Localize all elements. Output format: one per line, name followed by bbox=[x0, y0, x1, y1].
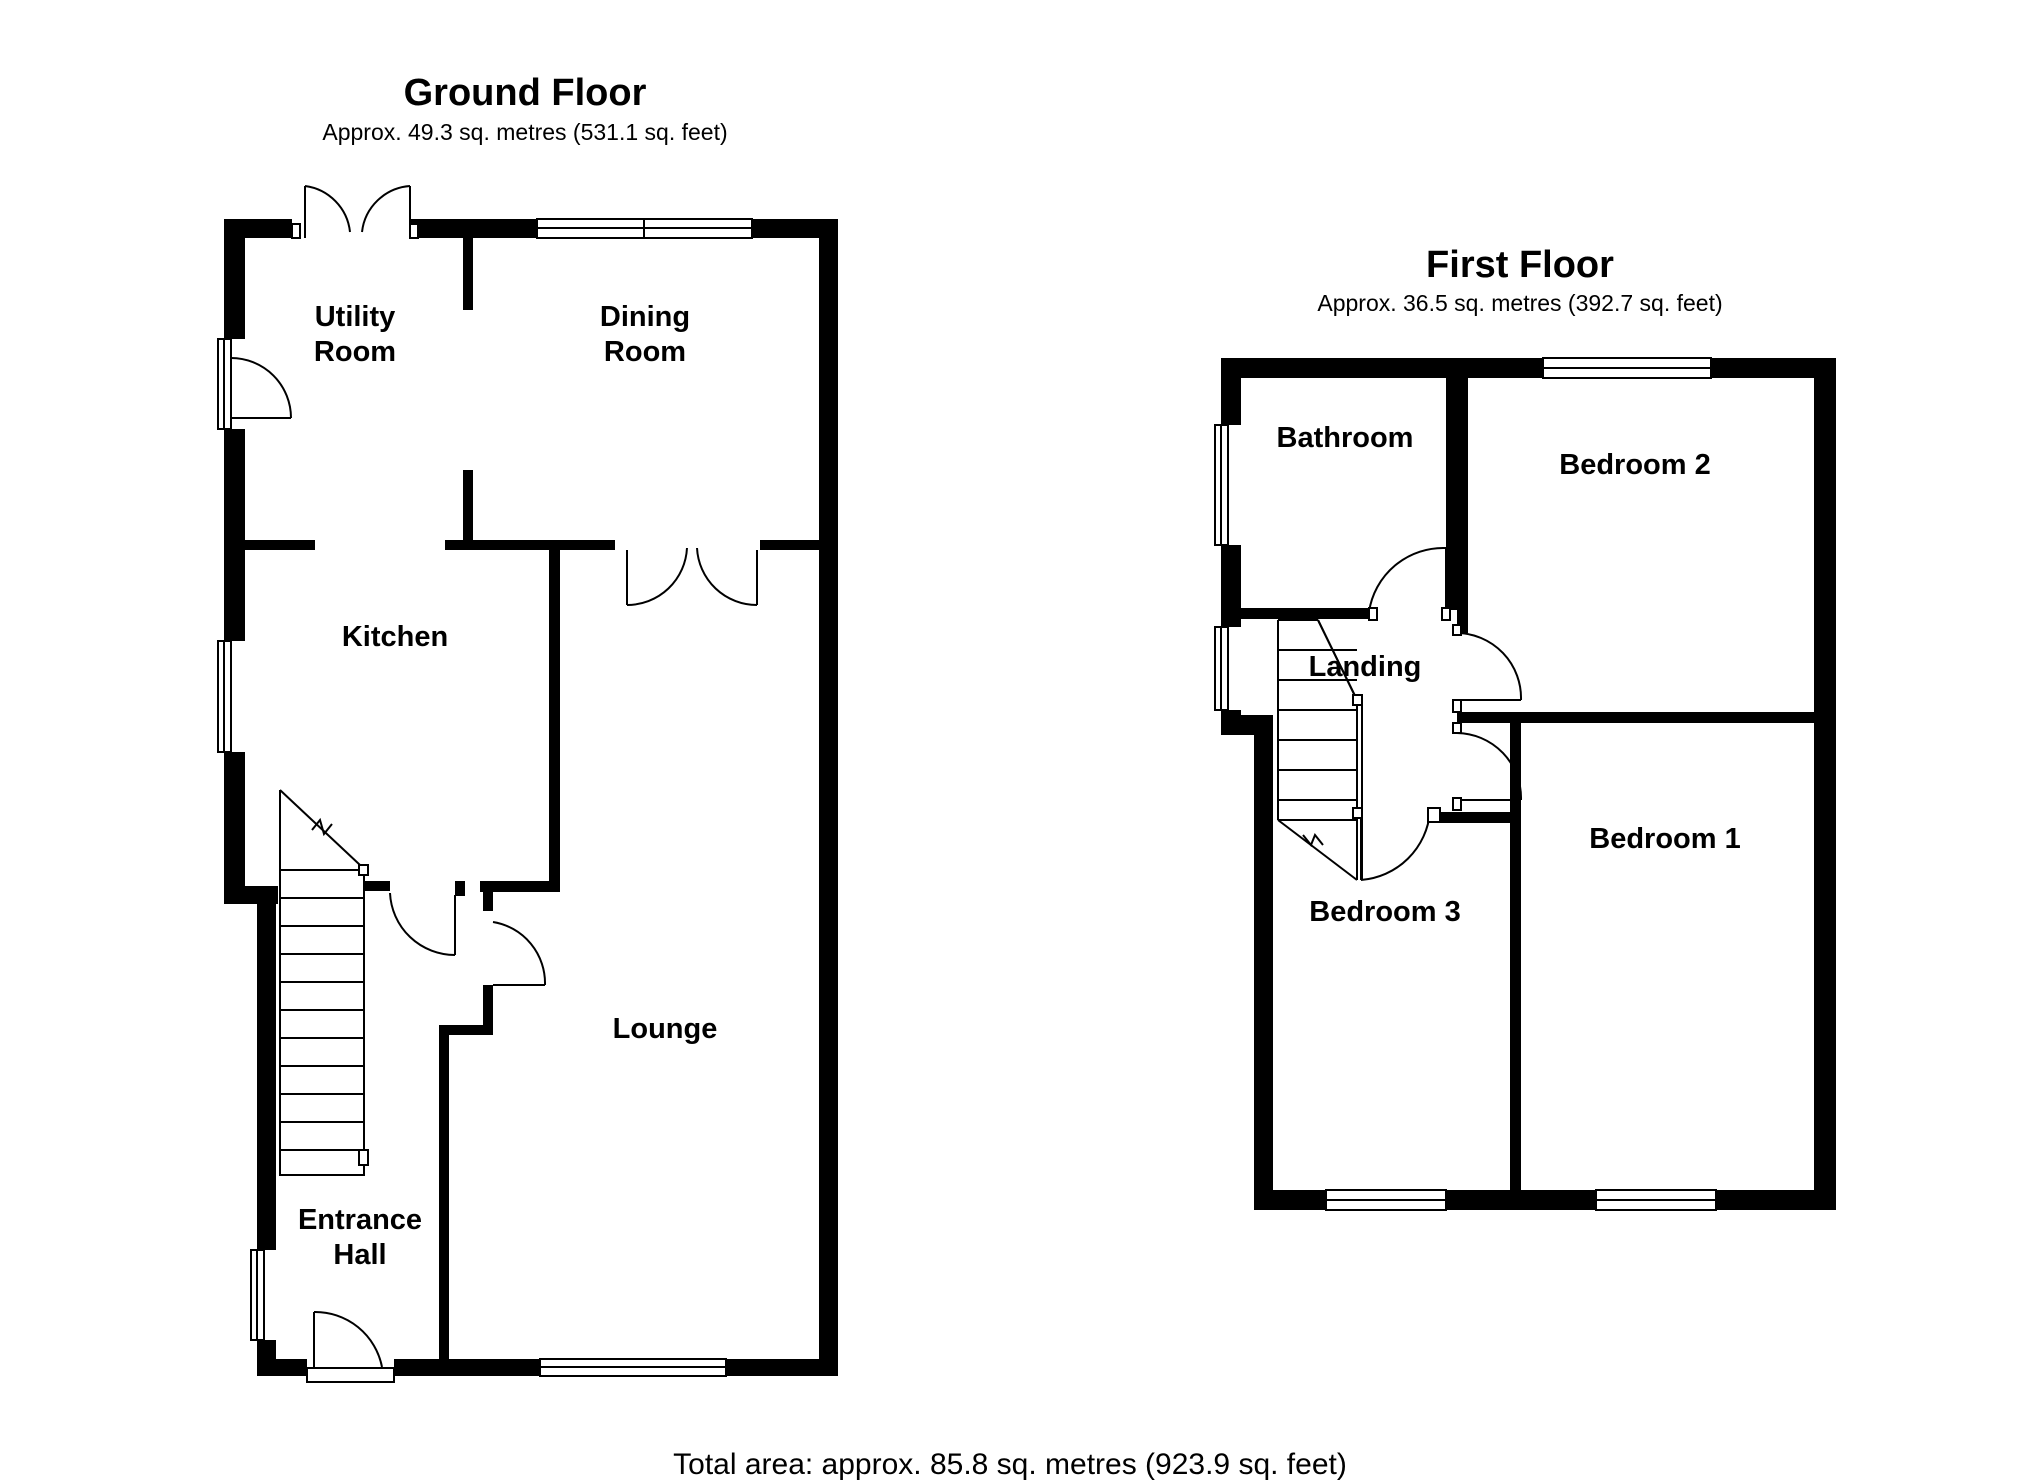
room-label-kitchen: Kitchen bbox=[341, 621, 449, 653]
first-floor-windows bbox=[1214, 357, 1717, 1211]
ground-floor-title: Ground Floor bbox=[403, 72, 647, 114]
gf-wall bbox=[410, 219, 537, 238]
ff-wall bbox=[1711, 358, 1836, 378]
room-label-landing: Landing bbox=[1308, 651, 1422, 683]
gf-wall bbox=[726, 1359, 838, 1376]
gf-wall bbox=[445, 540, 615, 550]
ff-wall bbox=[1254, 715, 1273, 1210]
ff-wall bbox=[1221, 358, 1543, 378]
gf-wall bbox=[224, 429, 245, 641]
gf-wall bbox=[463, 238, 473, 310]
ff-wall bbox=[1457, 712, 1814, 723]
door-sill bbox=[306, 1367, 395, 1383]
utility-line-1: Utility bbox=[314, 301, 396, 333]
dining-line-1: Dining bbox=[599, 301, 691, 333]
first-floor-doors bbox=[1360, 546, 1523, 881]
room-label-entrance-hall: Entrance Hall bbox=[285, 1203, 435, 1273]
ff-wall bbox=[1221, 358, 1241, 425]
room-label-lounge: Lounge bbox=[612, 1013, 718, 1045]
gf-wall bbox=[439, 1025, 449, 1359]
gf-wall bbox=[245, 540, 315, 550]
gf-wall bbox=[549, 540, 560, 892]
gf-wall bbox=[394, 1359, 540, 1376]
first-floor-area: Approx. 36.5 sq. metres (392.7 sq. feet) bbox=[1317, 290, 1723, 316]
ff-wall bbox=[1440, 812, 1521, 823]
gf-wall bbox=[257, 1359, 307, 1376]
gf-wall bbox=[455, 881, 465, 896]
ground-floor-windows bbox=[217, 218, 753, 1383]
gf-wall bbox=[483, 881, 493, 911]
ground-floor-area: Approx. 49.3 sq. metres (531.1 sq. feet) bbox=[322, 119, 728, 145]
ff-wall bbox=[1814, 358, 1836, 1210]
gf-wall bbox=[224, 752, 245, 904]
room-label-bathroom: Bathroom bbox=[1276, 422, 1414, 454]
ground-floor-doors bbox=[230, 185, 758, 1368]
gf-wall bbox=[224, 219, 245, 339]
gf-wall bbox=[463, 470, 473, 545]
total-area: Total area: approx. 85.8 sq. metres (923… bbox=[673, 1448, 1347, 1481]
room-label-utility-room: Utility Room bbox=[290, 300, 420, 370]
ff-wall bbox=[1254, 1190, 1326, 1210]
room-label-bedroom-2: Bedroom 2 bbox=[1559, 449, 1711, 481]
gf-wall bbox=[480, 881, 560, 892]
room-label-bedroom-3: Bedroom 3 bbox=[1309, 896, 1461, 928]
ground-floor-plan bbox=[224, 219, 838, 1376]
first-floor-plan bbox=[1221, 358, 1836, 1210]
ff-wall bbox=[1716, 1190, 1836, 1210]
gf-wall bbox=[483, 985, 493, 1035]
ff-wall bbox=[1221, 545, 1241, 627]
ff-wall bbox=[1457, 712, 1468, 722]
entrance-line-2: Hall bbox=[333, 1239, 387, 1271]
room-label-dining-room: Dining Room bbox=[580, 300, 710, 370]
entrance-line-1: Entrance bbox=[297, 1204, 423, 1236]
utility-line-2: Room bbox=[313, 336, 397, 368]
ff-wall bbox=[1241, 608, 1369, 619]
gf-wall bbox=[819, 219, 838, 1376]
ff-wall bbox=[1457, 378, 1468, 633]
ff-wall bbox=[1446, 378, 1457, 610]
first-floor-stairs bbox=[1277, 619, 1363, 881]
gf-wall bbox=[257, 886, 276, 1250]
first-floor-title: First Floor bbox=[1426, 244, 1614, 286]
dining-line-2: Room bbox=[603, 336, 687, 368]
gf-wall bbox=[365, 881, 390, 891]
gf-wall bbox=[760, 540, 819, 550]
ff-wall bbox=[1510, 712, 1521, 1210]
gf-wall bbox=[439, 1025, 493, 1035]
gf-wall bbox=[752, 219, 838, 238]
ground-floor-stairs bbox=[279, 789, 369, 1176]
room-label-bedroom-1: Bedroom 1 bbox=[1589, 823, 1741, 855]
